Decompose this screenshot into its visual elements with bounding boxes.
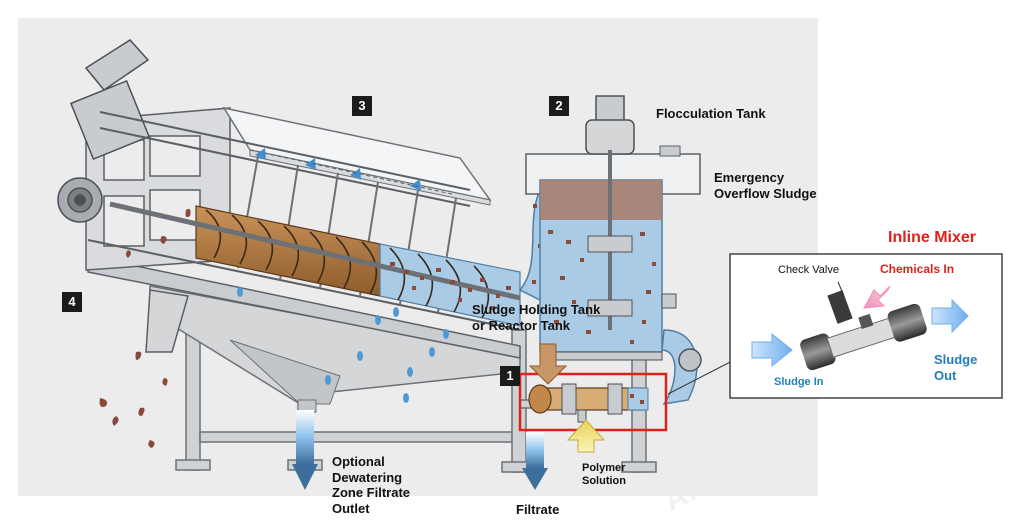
label-filtrate: Filtrate bbox=[516, 502, 560, 517]
sludge-particles bbox=[390, 262, 511, 310]
label-polymer-solution: Polymer Solution bbox=[582, 462, 626, 488]
screw-tube-thickening bbox=[379, 243, 521, 327]
chemicals-in-arrow bbox=[863, 285, 891, 309]
drive-motor bbox=[57, 39, 151, 223]
sludge-inflow-arrow bbox=[528, 343, 568, 385]
dewatering-filtrate-outlet bbox=[296, 410, 314, 464]
agitator-motor bbox=[595, 95, 625, 123]
label-sludge-in: Sludge In bbox=[774, 376, 824, 388]
step-badge-2: 2 bbox=[549, 96, 569, 116]
label-chemicals-in: Chemicals In bbox=[880, 262, 955, 276]
step-badge-1: 1 bbox=[500, 366, 520, 386]
tank-flocs bbox=[548, 230, 656, 344]
check-valve bbox=[827, 290, 853, 324]
label-emergency-overflow: Emergency Overflow Sludge bbox=[714, 170, 817, 201]
spray-nozzles bbox=[255, 148, 421, 191]
filtrate-outlet bbox=[526, 432, 544, 468]
label-sludge-holding-tank: Sludge Holding Tank or Reactor Tank bbox=[472, 302, 601, 333]
sludge-out-arrow bbox=[931, 298, 969, 334]
label-optional-dewatering-outlet: Optional Dewatering Zone Filtrate Outlet bbox=[332, 454, 411, 516]
frame-rails bbox=[87, 111, 521, 331]
label-flocculation-tank: Flocculation Tank bbox=[656, 106, 766, 121]
cake-discharge-chute bbox=[145, 289, 189, 353]
inline-mixer-title: Inline Mixer bbox=[888, 229, 977, 246]
label-sludge-out: Sludge Out bbox=[934, 352, 978, 383]
mixer-callout-line bbox=[667, 357, 739, 395]
label-check-valve: Check Valve bbox=[778, 264, 839, 276]
step-badge-4: 4 bbox=[62, 292, 82, 312]
water-drops bbox=[237, 287, 449, 403]
step-badge-3: 3 bbox=[352, 96, 372, 116]
sludge-in-arrow bbox=[751, 332, 793, 368]
polymer-inflow-arrow bbox=[566, 419, 606, 453]
inset-mixer-body bbox=[800, 303, 927, 371]
